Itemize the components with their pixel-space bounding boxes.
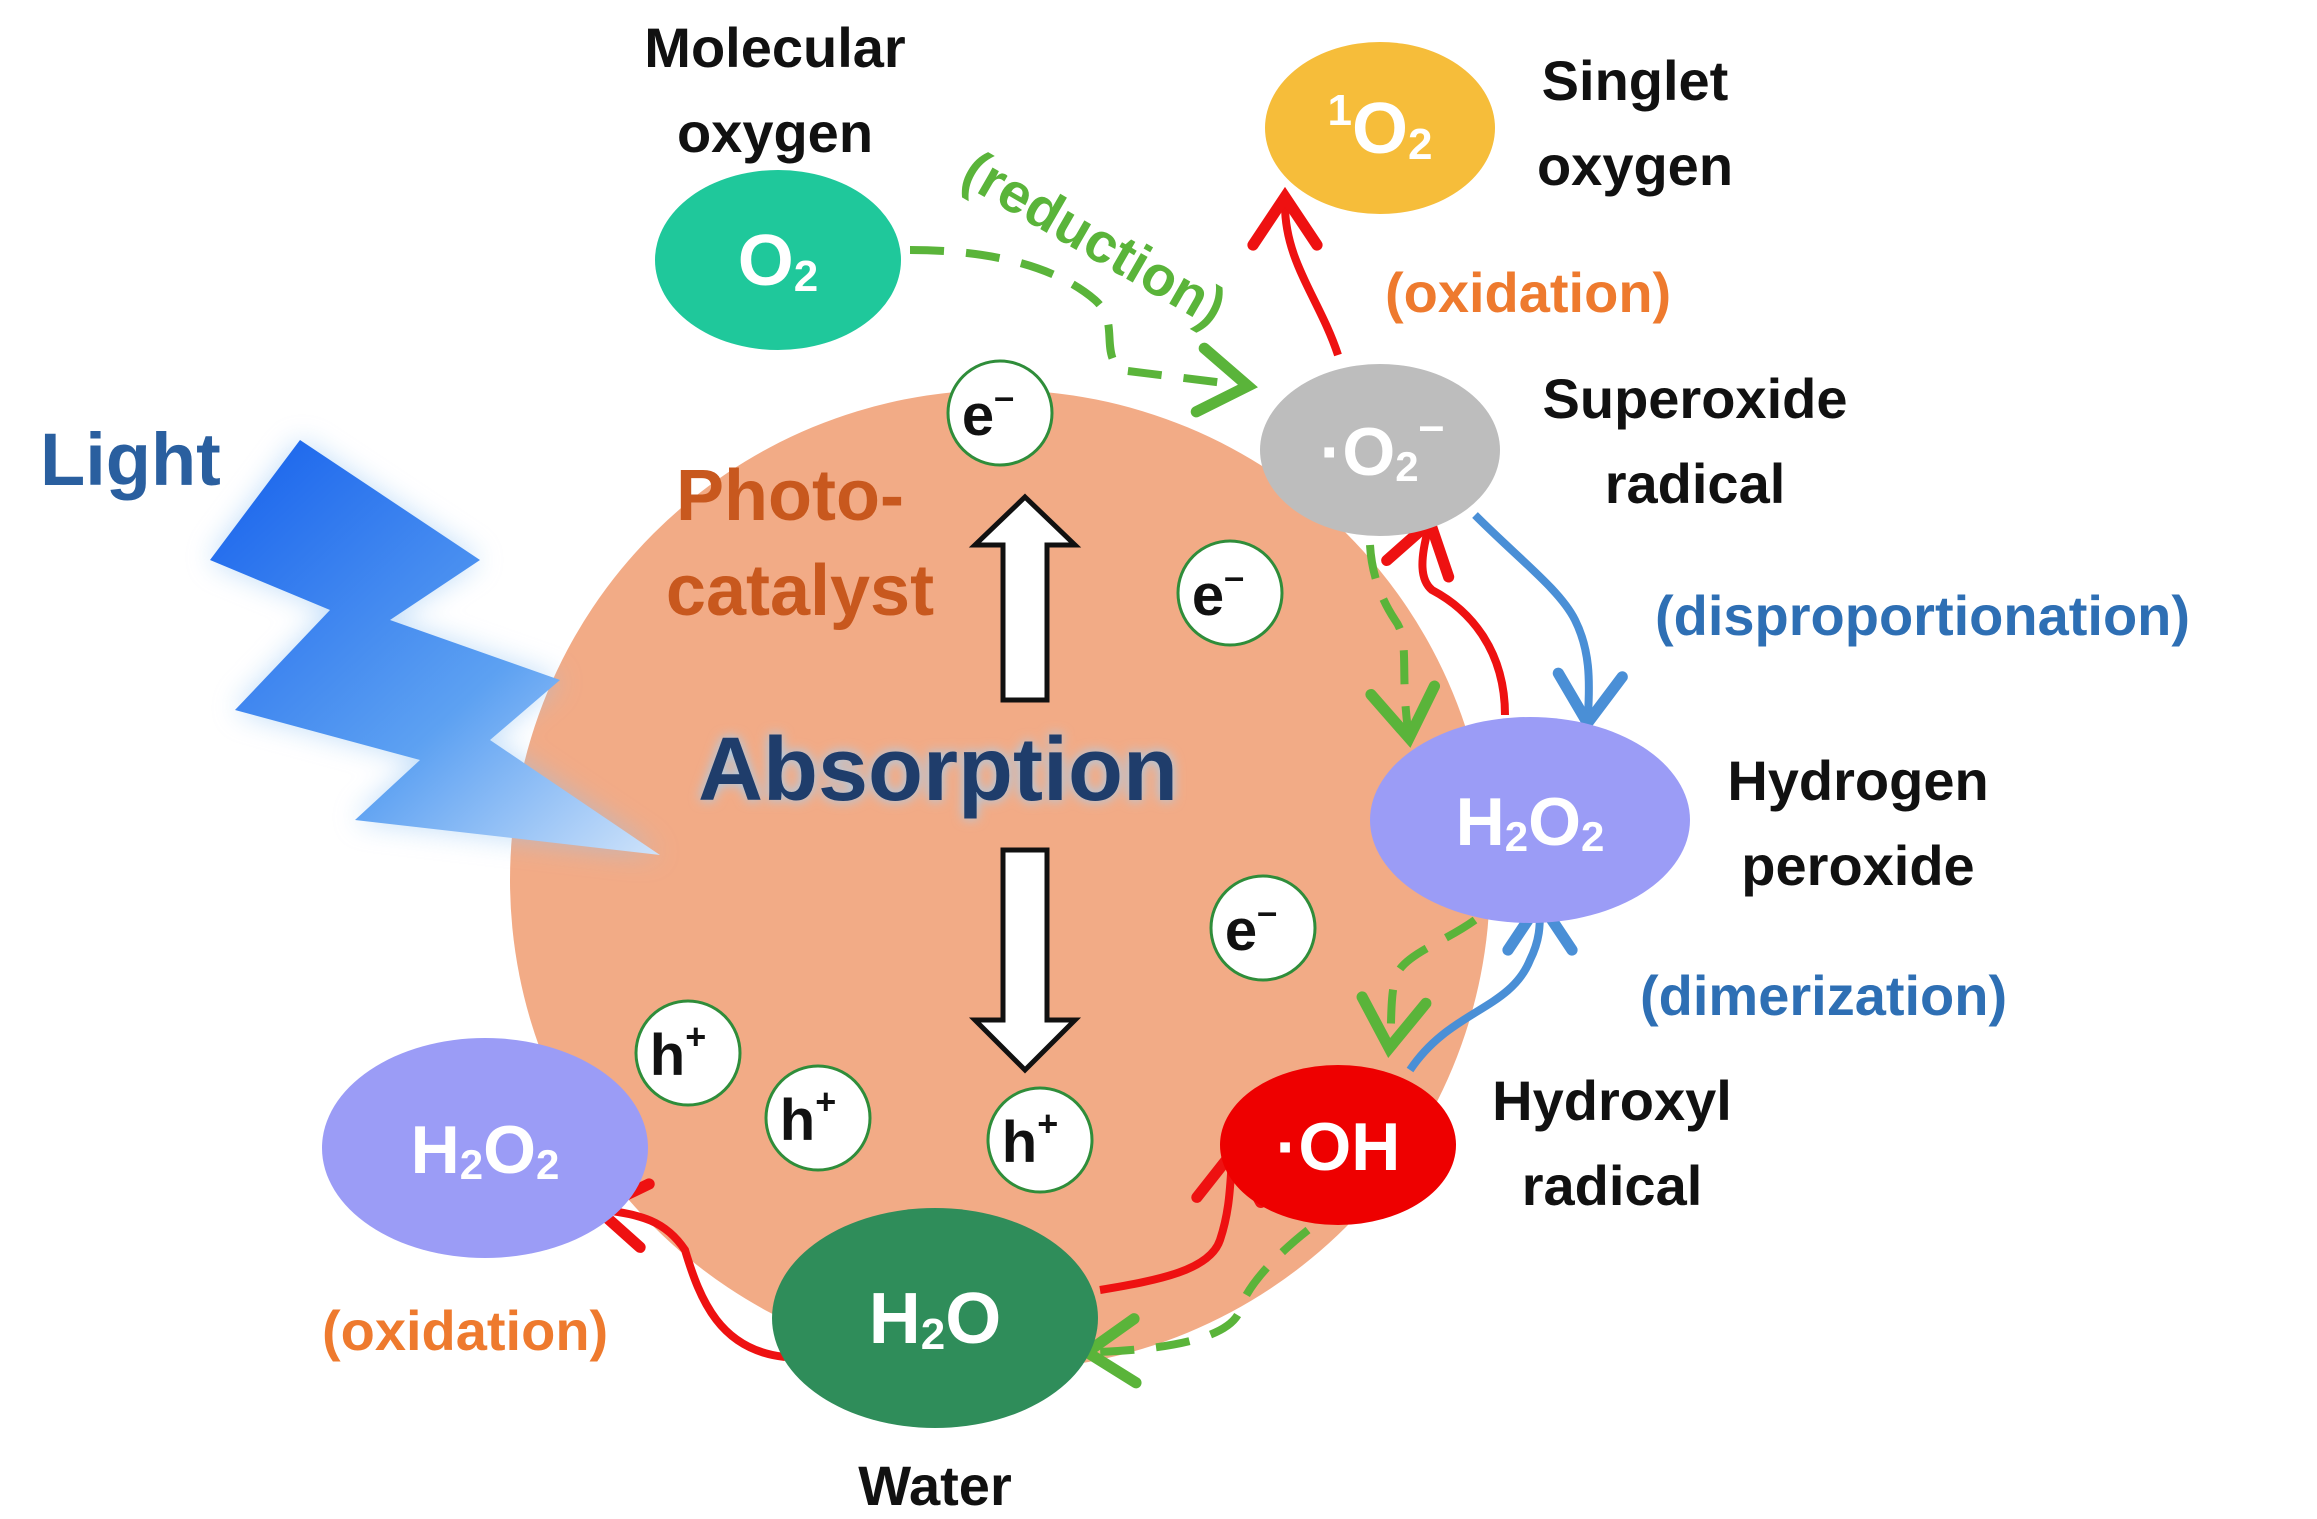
peroxide-to-superoxide-arrow: [1381, 512, 1509, 716]
hole: h+: [986, 1086, 1094, 1194]
svg-text:h+: h+: [650, 1016, 706, 1088]
svg-text:e–: e–: [962, 376, 1014, 448]
species-hydrogen-peroxide-left: H2O2: [322, 1038, 648, 1258]
dimerization-label: (dimerization): [1640, 964, 2007, 1027]
svg-text:O2: O2: [738, 221, 819, 301]
catalyst-label: catalyst: [666, 551, 934, 631]
arrow-down-icon: [968, 847, 1082, 1074]
singlet-name-line2: oxygen: [1537, 134, 1733, 197]
oxidation-label-bottom: (oxidation): [322, 1299, 608, 1362]
hydroxyl-name-line2: radical: [1522, 1154, 1703, 1217]
peroxide-name-line1: Hydrogen: [1727, 749, 1988, 812]
electron: e–: [1176, 539, 1284, 647]
oxidation-arrow-bottom: [587, 1178, 786, 1361]
photo-label: Photo-: [676, 456, 904, 536]
lightning-bolt-icon: [210, 440, 660, 855]
absorption-label: Absorption: [698, 720, 1178, 820]
species-water: H2O: [772, 1208, 1098, 1428]
svg-text:H2O2: H2O2: [1456, 784, 1605, 860]
svg-text:H2O: H2O: [869, 1279, 1002, 1359]
peroxide-name-line2: peroxide: [1741, 834, 1974, 897]
absorption-glow: Absorption: [698, 720, 1178, 820]
light-label: Light: [40, 418, 221, 501]
svg-text:e–: e–: [1225, 891, 1277, 963]
arrow-up-icon: [968, 493, 1082, 703]
species-superoxide: ·O2–: [1260, 364, 1500, 536]
species-hydrogen-peroxide-right: H2O2: [1370, 717, 1690, 923]
svg-text:·OH: ·OH: [1276, 1109, 1401, 1185]
electron: e–: [946, 359, 1054, 467]
reduction-label: (reduction): [952, 138, 1237, 339]
svg-text:H2O2: H2O2: [411, 1112, 560, 1188]
hole: h+: [764, 1064, 872, 1172]
oxidation-label-top: (oxidation): [1385, 261, 1671, 324]
hole: h+: [634, 999, 742, 1107]
disproportionation-label: (disproportionation): [1655, 584, 2190, 647]
species-singlet-oxygen: 1O2: [1265, 42, 1495, 214]
oxidation-arrow-top: [1247, 186, 1342, 357]
svg-text:h+: h+: [1002, 1103, 1058, 1175]
species-o2: O2: [655, 170, 901, 350]
o2-name-line2: oxygen: [677, 101, 873, 164]
svg-text:h+: h+: [780, 1081, 836, 1153]
singlet-name-line1: Singlet: [1542, 49, 1729, 112]
svg-text:1O2: 1O2: [1328, 86, 1433, 169]
disproportionation-arrow: [1472, 512, 1628, 734]
water-to-hydroxyl-arrow: [1099, 1141, 1267, 1294]
electron: e–: [1209, 874, 1317, 982]
reduction-arrow: [909, 246, 1258, 418]
superoxide-to-peroxide-arrow: [1365, 544, 1441, 748]
dimerization-arrow: [1406, 891, 1578, 1073]
hydroxyl-name-line1: Hydroxyl: [1492, 1069, 1732, 1132]
superoxide-name-line1: Superoxide: [1543, 367, 1848, 430]
o2-name-line1: Molecular: [644, 16, 905, 79]
superoxide-name-line2: radical: [1605, 452, 1786, 515]
peroxide-to-hydroxyl-arrow: [1356, 916, 1478, 1059]
svg-text:e–: e–: [1192, 556, 1244, 628]
water-name: Water: [858, 1454, 1012, 1517]
svg-text:·O2–: ·O2–: [1320, 399, 1445, 490]
species-hydroxyl: ·OH: [1220, 1065, 1456, 1225]
